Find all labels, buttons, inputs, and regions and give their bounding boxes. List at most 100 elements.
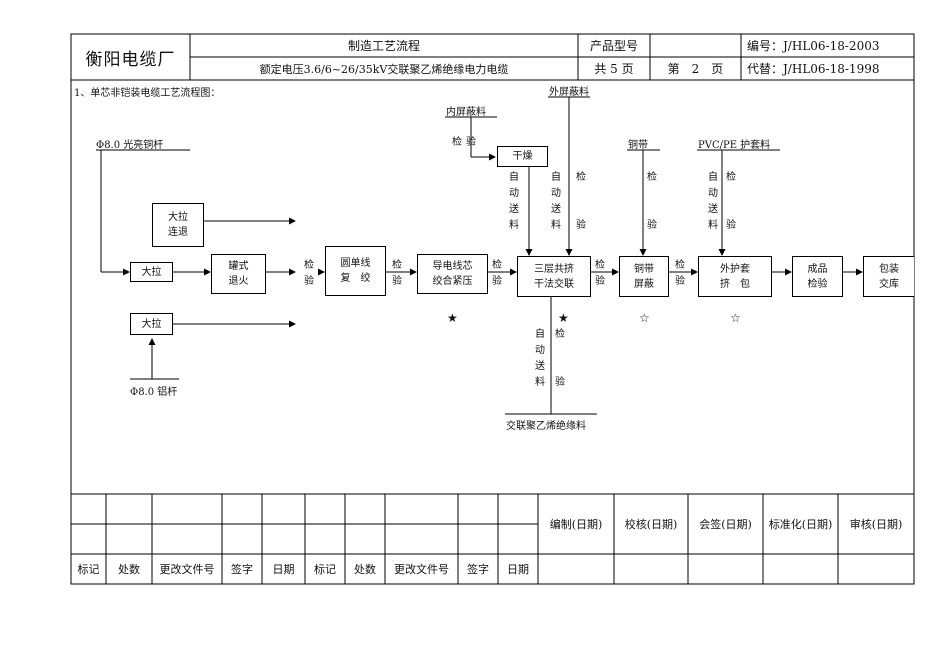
inspection-char: 验	[304, 276, 314, 287]
footer-col-mark: 标记	[77, 563, 100, 576]
inspection-char: 检	[647, 172, 657, 183]
auto-feed-char: 送	[551, 204, 561, 215]
inspection-label: 检验	[303, 258, 315, 290]
box-big-draw-aluminum: 大拉	[130, 313, 173, 335]
box-text: 大拉	[168, 212, 188, 223]
box-text: 挤 包	[720, 278, 750, 290]
inspection-char: 检	[595, 260, 605, 271]
section-title: 1、单芯非铠装电缆工艺流程图：	[74, 88, 221, 99]
box-text: 罐式	[228, 261, 249, 272]
auto-feed-char: 动	[708, 188, 718, 199]
inspection-char: 检	[392, 260, 402, 271]
box-final-inspection: 成品 检验	[792, 256, 843, 297]
auto-feed-char: 料	[708, 220, 718, 231]
aluminum-rod-label: Φ8.0 铝杆	[130, 387, 178, 398]
footer-col-mark: 标记	[314, 563, 336, 576]
box-text: 铜带	[634, 263, 654, 275]
inspection-label-copper-tape: 检 验	[646, 170, 658, 234]
inspection-char: 检	[576, 172, 586, 183]
box-triple-extrusion: 三层共挤 干法交联	[517, 256, 591, 297]
footer-col-date: 日期	[272, 563, 295, 576]
inspection-char: 检	[555, 329, 565, 340]
xlpe-material-label: 交联聚乙烯绝缘料	[506, 421, 586, 432]
auto-feed-char: 动	[509, 188, 519, 199]
inspection-label: 检验	[391, 258, 403, 290]
copper-tape-label: 铜带	[628, 140, 648, 151]
footer-col-change-doc: 更改文件号	[159, 563, 215, 576]
document-number: 编号：J/HL06-18-2003	[747, 39, 880, 53]
footer-col-change-doc: 更改文件号	[394, 563, 449, 576]
sheath-material-label: PVC/PE 护套料	[698, 140, 771, 151]
total-pages: 共 5 页	[594, 62, 634, 76]
box-text: 大拉	[141, 318, 162, 330]
auto-feed-char: 自	[509, 172, 519, 183]
copper-rod-label: Φ8.0 光亮铜杆	[96, 140, 164, 151]
inner-screen-label: 内屏蔽料	[446, 107, 486, 118]
auto-feed-label: 自动送料	[707, 170, 719, 234]
auto-feed-char: 送	[535, 361, 545, 372]
footer-sign-countersigned: 会签(日期)	[699, 518, 752, 531]
auto-feed-char: 动	[551, 188, 561, 199]
inspection-char: 验	[726, 220, 736, 231]
auto-feed-label: 自动送料	[550, 170, 562, 234]
box-text: 导电线芯	[432, 261, 473, 272]
box-text: 包装	[879, 263, 899, 275]
auto-feed-char: 自	[708, 172, 718, 183]
company-name: 衡阳电缆厂	[85, 49, 176, 70]
box-text: 检验	[807, 278, 828, 290]
footer-sign-prepared: 编制(日期)	[549, 518, 603, 531]
box-text: 复 绞	[340, 273, 371, 284]
footer-col-count: 处数	[118, 563, 140, 576]
box-round-wire-stranding: 圆单线 复 绞	[325, 246, 386, 296]
box-big-draw-continuous: 大拉 连退	[152, 203, 204, 247]
box-conductor-compaction: 导电线芯 绞合紧压	[417, 254, 488, 294]
box-copper-tape-screen: 铜带 屏蔽	[619, 256, 669, 297]
key-process-star-icon: ★	[447, 311, 458, 325]
auto-feed-char: 料	[535, 377, 545, 388]
inspection-label: 检验	[491, 258, 503, 290]
inspection-char: 验	[675, 276, 685, 287]
process-star-outline-icon: ☆	[639, 311, 650, 325]
auto-feed-char: 送	[509, 204, 519, 215]
inspection-char: 验	[392, 276, 402, 287]
inspection-char: 验	[647, 220, 657, 231]
auto-feed-label: 自动送料	[534, 327, 546, 391]
inspection-label-outer-screen: 检 验	[575, 170, 587, 234]
auto-feed-label: 自动送料	[508, 170, 520, 234]
inspection-char: 检	[304, 260, 314, 271]
model-label: 产品型号	[589, 39, 638, 53]
inspection-char: 检	[675, 260, 685, 271]
box-packing-storage: 包装 交库	[863, 256, 914, 297]
key-process-star-icon: ★	[558, 311, 569, 325]
footer-col-count: 处数	[354, 563, 376, 576]
box-text: 退火	[228, 276, 249, 287]
inspection-char: 验	[595, 276, 605, 287]
inspection-char: 验	[555, 377, 565, 388]
inspection-label-xlpe: 检 验	[554, 327, 566, 391]
outer-screen-label: 外屏蔽料	[549, 87, 589, 98]
inspection-label-sheath: 检 验	[725, 170, 737, 234]
auto-feed-char: 送	[708, 204, 718, 215]
inspection-label: 检验	[674, 258, 686, 290]
box-text: 成品	[807, 263, 828, 275]
footer-sign-approved: 审核(日期)	[849, 518, 903, 531]
model-value	[650, 34, 741, 57]
replaces-number: 代替：J/HL06-18-1998	[747, 62, 880, 76]
box-text: 圆单线	[340, 258, 371, 269]
auto-feed-char: 料	[509, 220, 519, 231]
box-text: 干法交联	[534, 278, 574, 290]
auto-feed-char: 动	[535, 345, 545, 356]
box-text: 外护套	[720, 263, 750, 275]
inspection-char: 验	[576, 220, 586, 231]
footer-sign-standardized: 标准化(日期)	[768, 518, 833, 531]
box-text: 干燥	[512, 151, 533, 162]
box-text: 屏蔽	[634, 278, 654, 290]
inspection-char: 检	[492, 260, 502, 271]
box-outer-sheath-extrusion: 外护套 挤 包	[698, 256, 772, 297]
box-text: 绞合紧压	[432, 276, 473, 287]
inspection-char: 验	[492, 276, 502, 287]
footer-col-signature: 签字	[467, 563, 489, 576]
auto-feed-char: 料	[551, 220, 561, 231]
auto-feed-char: 自	[551, 172, 561, 183]
